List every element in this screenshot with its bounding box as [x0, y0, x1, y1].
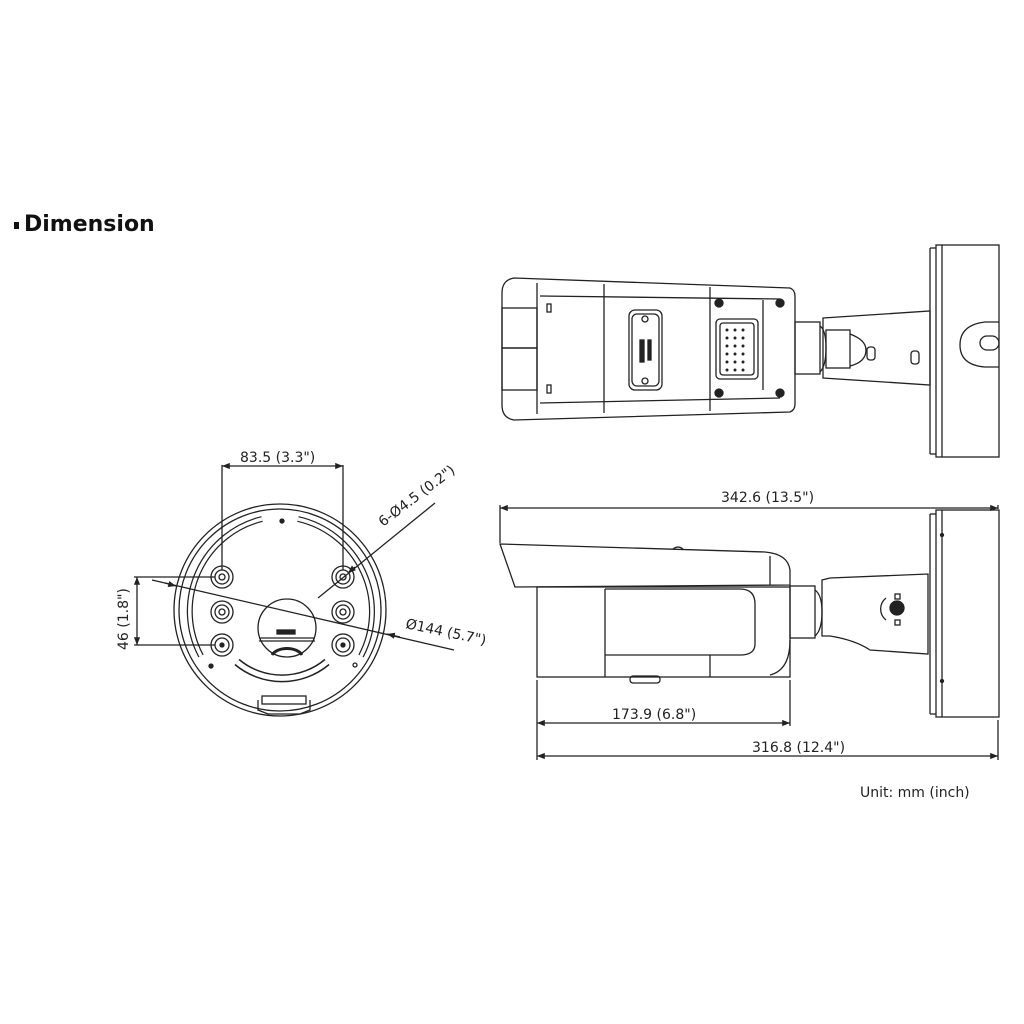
mount-hole	[331, 633, 355, 657]
mount-hole	[210, 600, 234, 624]
mount-base-view	[133, 462, 455, 717]
dim-hole-label: 6-Ø4.5 (0.2")	[376, 462, 459, 530]
dim-diameter-label: Ø144 (5.7")	[404, 616, 487, 649]
dim-height-label: 46 (1.8")	[116, 588, 132, 650]
top-view	[501, 244, 1000, 458]
dim-body-length-label: 173.9 (6.8")	[612, 707, 696, 723]
dim-overall-length-label: 342.6 (13.5")	[721, 490, 814, 506]
section-title-text: Dimension	[24, 212, 155, 237]
unit-note: Unit: mm (inch)	[860, 785, 970, 801]
side-view	[499, 504, 1000, 760]
section-title: Dimension	[14, 212, 155, 237]
bullet-icon	[14, 222, 19, 229]
dim-width-label: 83.5 (3.3")	[240, 450, 315, 466]
mount-hole	[331, 600, 355, 624]
dim-total-length-label: 316.8 (12.4")	[752, 740, 845, 756]
